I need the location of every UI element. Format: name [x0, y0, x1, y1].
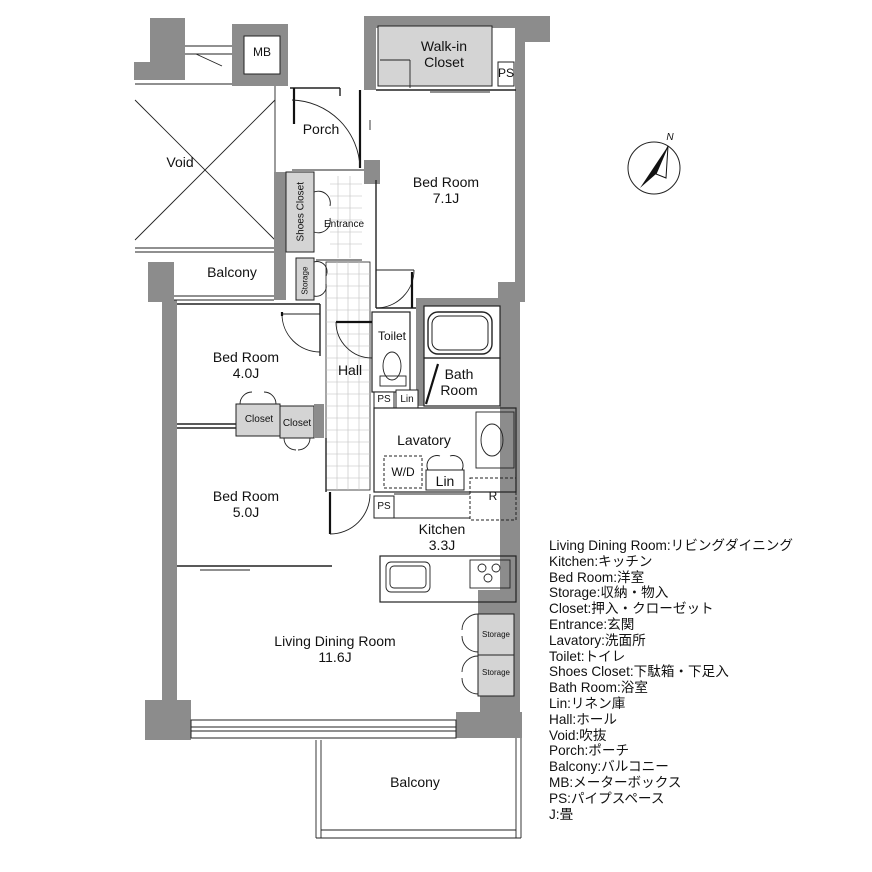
mb-label: MB [253, 45, 271, 59]
lavatory [373, 407, 517, 493]
wd-label: W/D [391, 465, 415, 479]
legend-item: Hall:ホール [549, 711, 617, 727]
legend-item: Toilet:トイレ [549, 648, 626, 664]
legend-item: J:畳 [549, 806, 574, 822]
legend-item: Living Dining Room:リビングダイニング [549, 538, 793, 553]
storage-1-label: Storage [481, 630, 511, 639]
lavatory-label: Lavatory [397, 432, 451, 448]
legend: Living Dining Room:リビングダイニング Kitchen:キッチ… [549, 538, 793, 822]
storage-entry-label: Storage [300, 266, 310, 295]
legend-item: Closet:押入・クローゼット [549, 601, 714, 617]
porch [290, 87, 371, 171]
closet-b-label: Closet [282, 418, 312, 429]
walk-in-closet [377, 25, 515, 93]
bedroom-4 [177, 303, 321, 425]
legend-item: Entrance:玄関 [549, 616, 635, 632]
toilet-label: Toilet [377, 329, 406, 343]
mb-box [134, 18, 288, 86]
legend-item: Lavatory:洗面所 [549, 632, 646, 648]
porch-label: Porch [302, 121, 340, 137]
ps-low-label: PS [377, 501, 391, 512]
lin-low-label: Lin [435, 473, 455, 489]
legend-item: PS:パイプスペース [549, 790, 665, 806]
balcony-top-label: Balcony [207, 264, 257, 280]
balcony-top [135, 247, 274, 301]
entrance-area [285, 171, 362, 301]
hall-label: Hall [337, 362, 363, 378]
outer-walls [145, 16, 550, 740]
storage-2-label: Storage [481, 668, 511, 677]
bath-room [423, 305, 501, 407]
north-arrow [627, 141, 681, 195]
legend-item: Lin:リネン庫 [549, 695, 626, 711]
void-label: Void [166, 154, 194, 170]
legend-item: Storage:収納・物入 [549, 585, 669, 601]
legend-item: Shoes Closet:下駄箱・下足入 [549, 664, 729, 680]
toilet-room [335, 311, 411, 393]
bedroom-main [375, 89, 516, 309]
bedroom-5 [177, 427, 371, 571]
closet-a-label: Closet [244, 414, 274, 425]
north-label: N [666, 132, 674, 143]
balcony-bottom-label: Balcony [390, 774, 440, 790]
lin-mid-label: Lin [400, 394, 414, 405]
legend-item: Void:吹抜 [549, 727, 607, 743]
shoes-closet-label: Shoes Closet [295, 182, 307, 242]
entrance-label: Entrance [323, 219, 365, 230]
kitchen [373, 477, 517, 603]
legend-item: Porch:ポーチ [549, 743, 630, 759]
legend-item: Kitchen:キッチン [549, 553, 653, 569]
legend-item: MB:メーターボックス [549, 774, 682, 790]
legend-item: Bed Room:洋室 [549, 569, 645, 585]
ps-mid-label: PS [377, 394, 391, 405]
fridge-label: R [488, 489, 498, 503]
ldk-storage [461, 613, 515, 697]
void-area [134, 83, 276, 241]
legend-item: Balcony:バルコニー [549, 759, 669, 775]
entrance-floor-tiles [330, 176, 362, 258]
closets [235, 391, 324, 451]
ps-top-label: PS [497, 66, 514, 80]
legend-item: Bath Room:浴室 [549, 680, 648, 696]
balcony-bottom [315, 738, 522, 839]
